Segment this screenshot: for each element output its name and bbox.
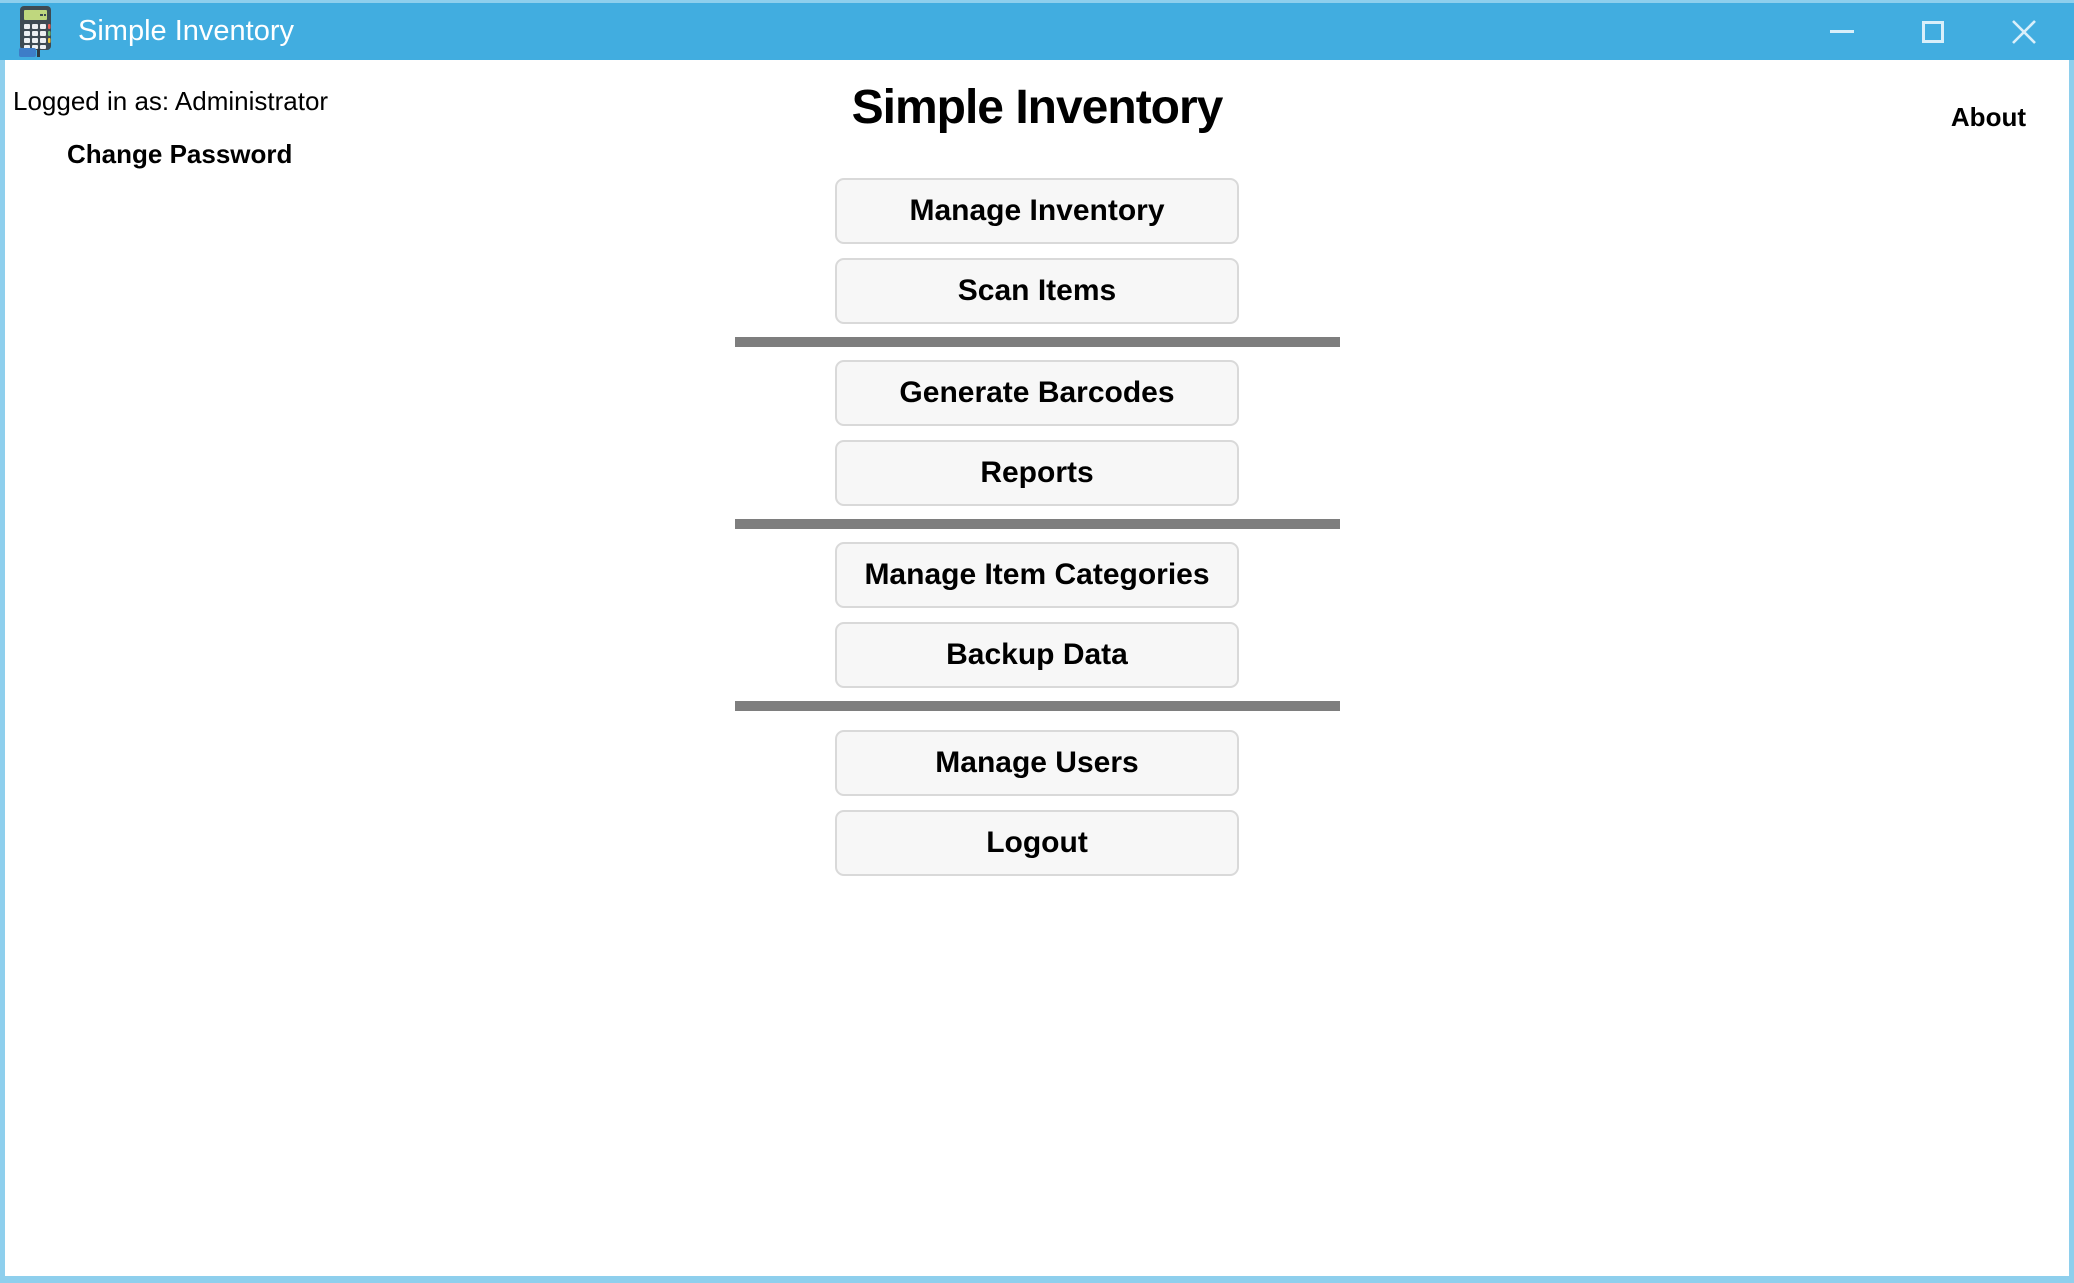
window-border-right — [2069, 60, 2074, 1283]
scan-items-button[interactable]: Scan Items — [835, 258, 1239, 324]
backup-data-button[interactable]: Backup Data — [835, 622, 1239, 688]
manage-inventory-button[interactable]: Manage Inventory — [835, 178, 1239, 244]
group-separator — [735, 519, 1340, 529]
change-password-link[interactable]: Change Password — [67, 139, 293, 169]
maximize-button[interactable] — [1903, 3, 1963, 60]
maximize-icon — [1922, 20, 1944, 43]
window-border-left — [0, 60, 5, 1283]
close-icon — [2012, 19, 2036, 44]
minimize-icon — [1830, 30, 1854, 33]
generate-barcodes-button[interactable]: Generate Barcodes — [835, 360, 1239, 426]
about-link[interactable]: About — [1950, 102, 2026, 132]
logged-in-status: Logged in as: Administrator — [13, 86, 329, 116]
page-title: Simple Inventory — [851, 81, 1224, 134]
group-separator — [735, 701, 1340, 711]
logout-button[interactable]: Logout — [835, 810, 1239, 876]
window-title: Simple Inventory — [78, 15, 294, 47]
manage-item-categories-button[interactable]: Manage Item Categories — [835, 542, 1239, 608]
close-button[interactable] — [1994, 3, 2054, 60]
minimize-button[interactable] — [1812, 3, 1872, 60]
titlebar[interactable]: Simple Inventory — [0, 3, 2074, 60]
window-border-top — [0, 0, 2074, 3]
window-controls — [1812, 3, 2054, 60]
manage-users-button[interactable]: Manage Users — [835, 730, 1239, 796]
reports-button[interactable]: Reports — [835, 440, 1239, 506]
group-separator — [735, 337, 1340, 347]
window-border-bottom — [0, 1276, 2074, 1283]
pos-terminal-icon — [13, 5, 61, 57]
